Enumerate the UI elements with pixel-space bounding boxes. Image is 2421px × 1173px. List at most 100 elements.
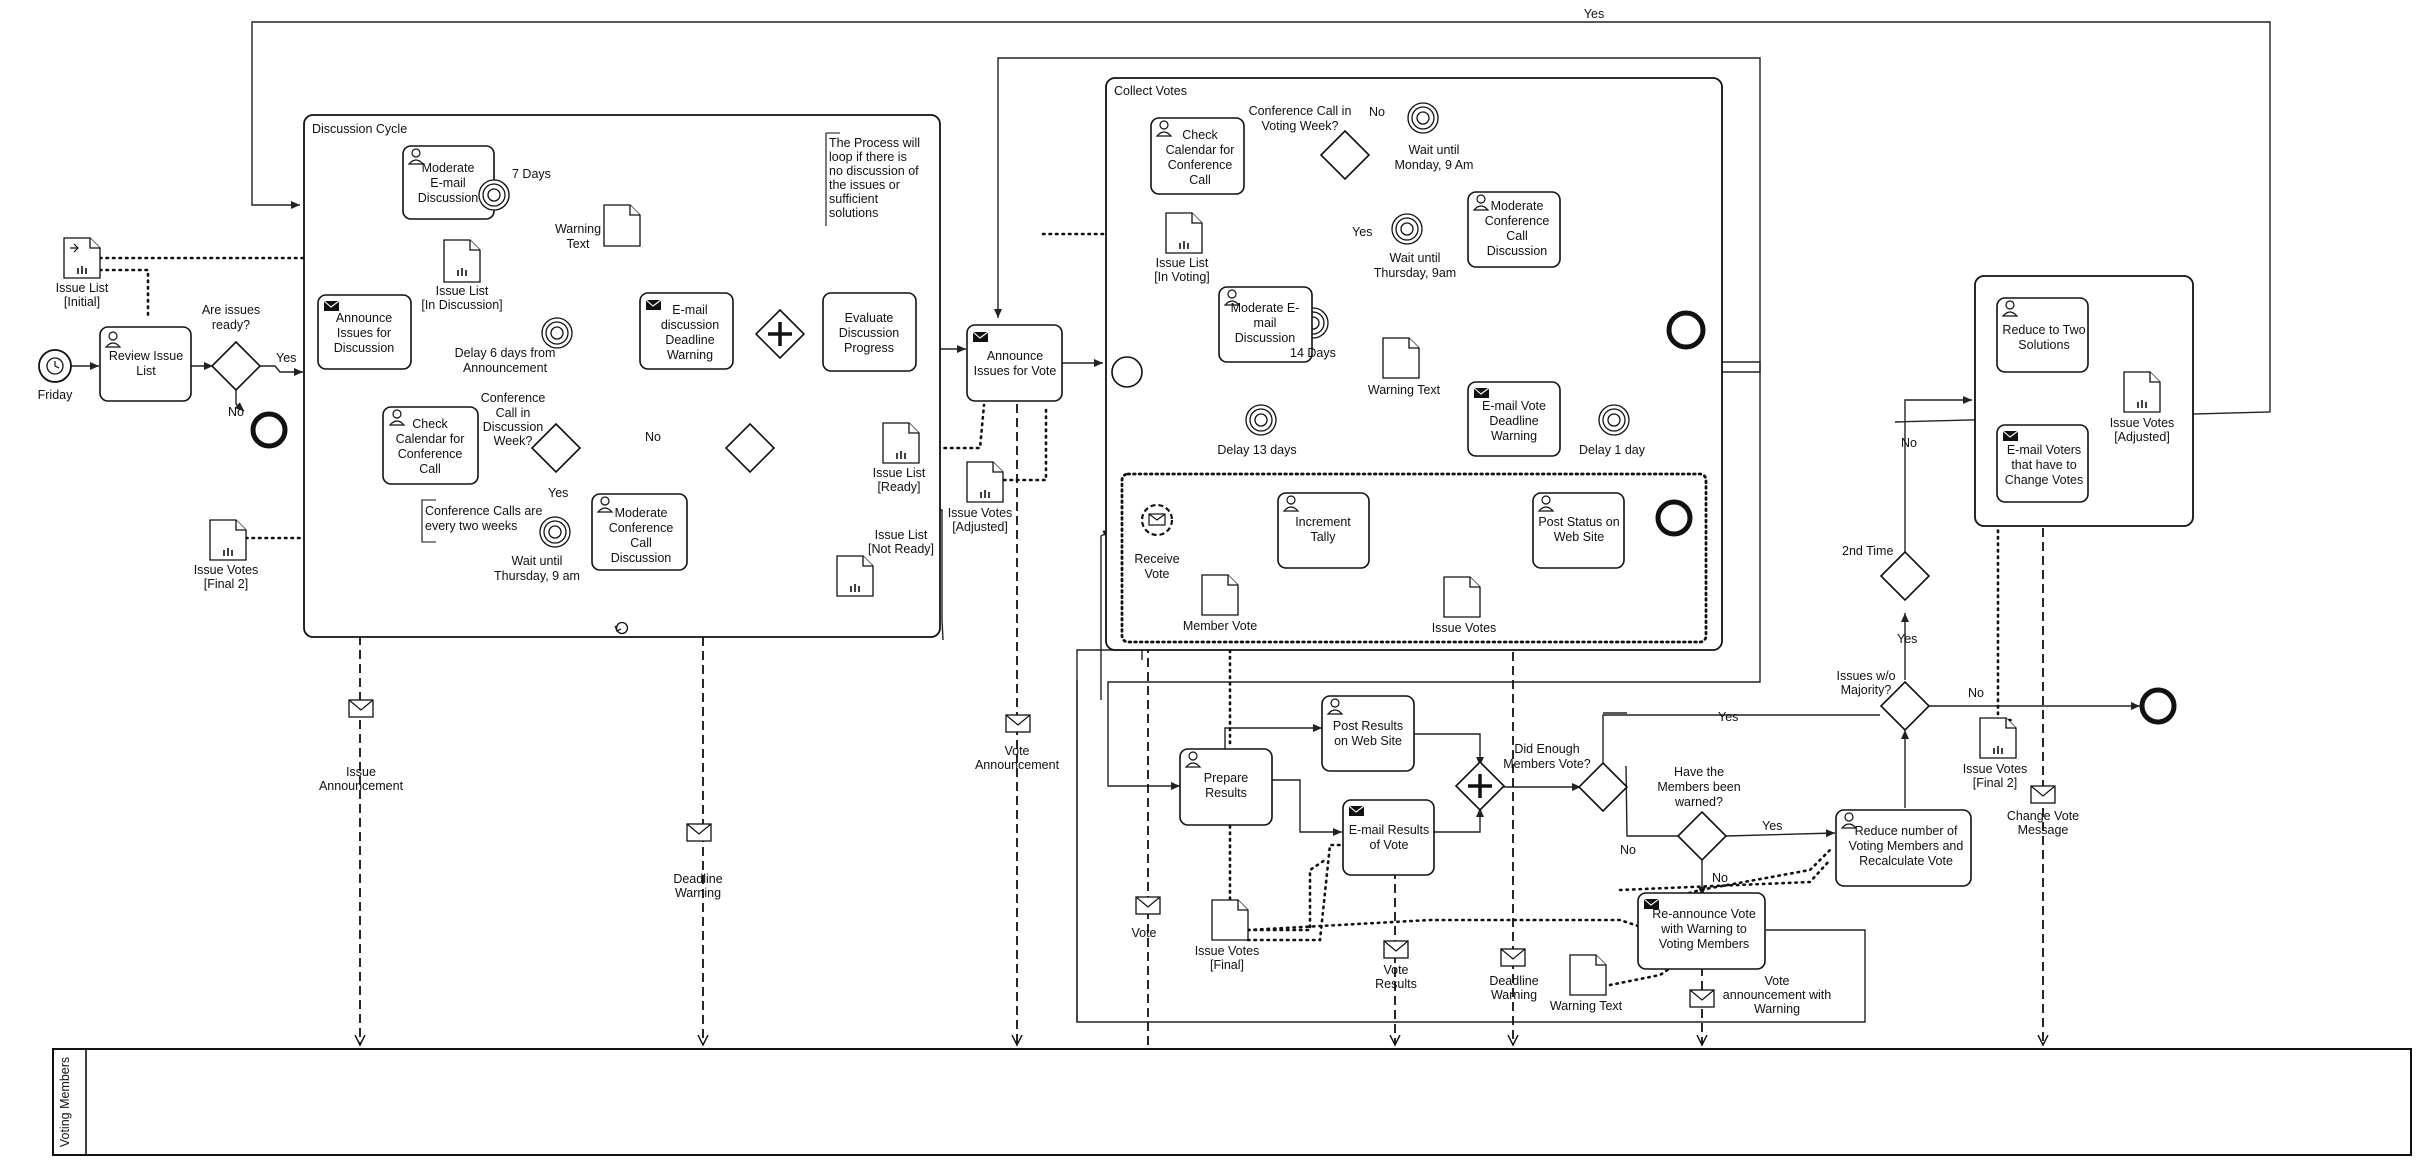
user-icon [1472,194,1490,211]
label-warning-text-3: Warning Text [1550,999,1623,1013]
data-object-issue-votes-adjusted-right [2123,371,2161,413]
label-vote: Vote [1131,926,1156,940]
label-yes-2: Yes [548,486,568,500]
user-icon [407,148,425,165]
task-moderate-conf-call-1[interactable] [591,493,688,571]
envelope-icon [1500,948,1526,967]
task-increment-tally[interactable] [1277,492,1370,569]
task-check-calendar-1[interactable] [382,406,479,485]
user-icon [2001,300,2019,317]
timer-thursday-2-icon [1391,213,1423,245]
loop-marker-icon [614,621,629,635]
task-email-discussion-deadline[interactable] [639,292,734,370]
label-issue-list-initial: Issue List[Initial] [56,281,109,309]
envelope-icon [1473,387,1490,398]
task-post-results[interactable] [1321,695,1415,772]
intermediate-event-collect-start [1111,356,1143,388]
task-reduce-voting-members[interactable] [1835,809,1972,887]
data-object-warning-text-2 [1382,337,1420,379]
label-yes-6: Yes [1897,632,1917,646]
receive-votes-loop-subprocess[interactable] [1120,472,1708,644]
annotations [421,132,840,543]
user-icon [1282,495,1300,512]
gateway-parallel-2 [1454,760,1506,812]
receive-vote-message-event[interactable] [1140,503,1174,537]
label-issue-list-discussion: Issue List[In Discussion] [421,284,502,312]
task-moderate-conf-call-2[interactable] [1467,191,1561,268]
data-object-issue-list-voting [1165,212,1203,254]
label-yes-5: Yes [1762,819,1782,833]
envelope-icon [972,331,989,342]
user-icon [1223,289,1241,306]
envelope-icon [645,299,662,310]
envelope-icon [1689,989,1715,1008]
label-yes-3: Yes [1352,225,1372,239]
task-prepare-results[interactable] [1179,748,1273,826]
label-second-time: 2nd Time [1842,544,1893,558]
gateway-issues-ready [210,340,262,392]
task-moderate-email-2[interactable] [1218,286,1313,363]
start-timer-event[interactable] [38,349,72,383]
label-seven-days: 7 Days [512,167,551,181]
start-event-label: Friday [38,388,73,402]
task-post-status[interactable] [1532,492,1625,569]
task-check-calendar-2[interactable] [1150,117,1245,195]
label-fourteen-days: 14 Days [1290,346,1336,360]
task-reannounce-vote[interactable] [1637,892,1766,970]
task-email-results[interactable] [1342,799,1435,876]
data-object-issue-list-initial [63,237,101,279]
label-no-6: No [1968,686,1984,700]
task-reduce-two-solutions[interactable] [1996,297,2089,373]
envelope-icon [323,300,340,311]
gateway-issues-majority [1879,680,1931,732]
label-issue-list-not-ready: Issue List[Not Ready] [868,528,934,556]
task-review-issue-list[interactable] [99,326,192,402]
envelope-icon [348,699,374,718]
label-issue-votes: Issue Votes [1432,621,1497,635]
envelope-icon [686,823,712,842]
message-icons [348,699,2056,1008]
gateway-conf-call-discussion [530,422,582,474]
task-announce-issues-discussion[interactable] [317,294,412,370]
label-yes-4: Yes [1718,710,1738,724]
label-issue-votes-final: Issue Votes[Final] [1195,944,1260,972]
task-email-vote-deadline[interactable] [1467,381,1561,457]
envelope-icon [1005,714,1031,733]
end-event-4 [2139,687,2177,725]
pool-title: Voting Members [58,1057,72,1147]
envelope-icon [1643,898,1660,909]
boundary-timer-icon [478,179,510,211]
timer-thursday-1-icon [539,516,571,548]
task-email-voters-change[interactable] [1996,424,2089,503]
task-evaluate-discussion[interactable] [822,292,917,372]
data-object-warning-text-1 [603,204,641,247]
voting-members-pool: Voting Members [52,1048,2412,1156]
task-announce-issues-vote[interactable] [966,324,1063,402]
